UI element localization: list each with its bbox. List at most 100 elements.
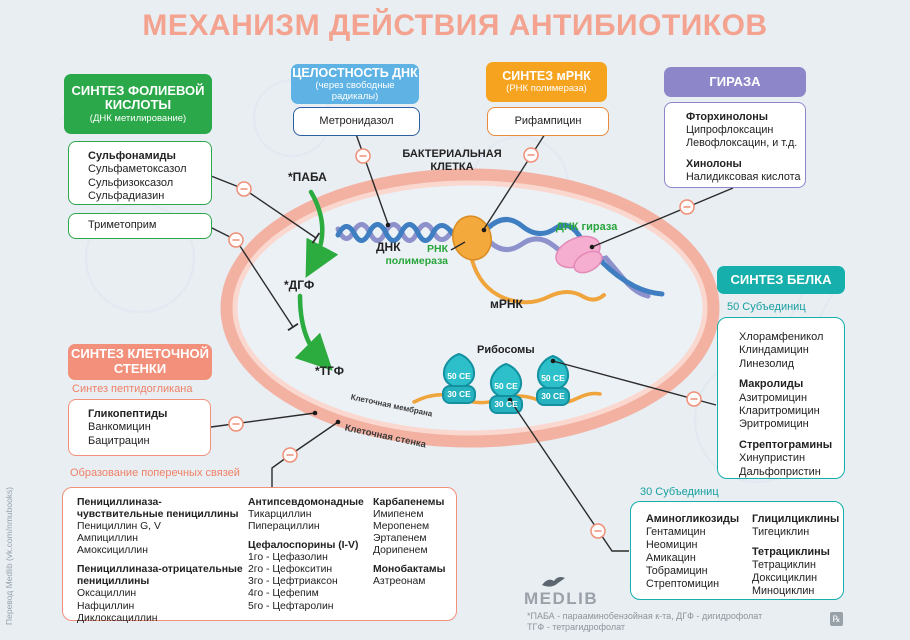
drug-item: Оксациллин <box>77 588 137 600</box>
header-protein-synthesis: СИНТЕЗ БЕЛКА <box>717 266 845 294</box>
medlib-bird-icon <box>541 575 567 594</box>
drug-item: Сульфаметоксазол <box>88 163 187 176</box>
header-subtitle: (через свободные радикалы) <box>315 80 395 102</box>
crosslink-drugs-box: Пенициллиназа-чувствительные пенициллины… <box>62 487 457 624</box>
column-right: Глицилциклины Тигециклин Тетрациклины Те… <box>752 513 840 599</box>
drug-name: Рифампицин <box>514 114 582 127</box>
paba-label: *ПАБА <box>288 170 327 184</box>
drug-item: Диклоксациллин <box>77 612 158 624</box>
dhf-label: *ДГФ <box>284 278 315 292</box>
drug-item: Азтреонам <box>373 576 426 588</box>
footnote-line-1: *ПАБА - парааминобензойная к-та, ДГФ - д… <box>527 611 763 621</box>
drug-class-title: Глицилциклины <box>752 513 840 525</box>
drug-list: Налидиксовая кислота <box>686 171 803 184</box>
header-subtitle: (ДНК метилирование) <box>89 112 187 124</box>
drug-item: Хинупристин <box>739 452 806 465</box>
drug-class-title: Стрептограмины <box>739 438 833 451</box>
drug-class-title: Хинолоны <box>686 157 742 170</box>
folate-pathway-arrows <box>294 189 339 371</box>
drug-class-title: Макролиды <box>739 378 804 391</box>
drug-list: Тигециклин <box>752 526 840 539</box>
drug-item: Кларитромицин <box>739 405 820 418</box>
rifampicin-box: Рифампицин <box>487 107 609 136</box>
drug-item: Гентамицин <box>646 525 706 538</box>
label-50-subunits: 50 Субъединиц <box>727 301 806 313</box>
drug-item: Доксициклин <box>752 571 818 584</box>
drug-class-title: Антипсевдомонадные <box>248 497 364 508</box>
trimethoprim-box: Триметоприм <box>68 213 212 239</box>
header-folic-acid-synthesis: СИНТЕЗ ФОЛИЕВОЙ КИСЛОТЫ (ДНК метилирован… <box>64 74 212 134</box>
header-title: СИНТЕЗ мРНК <box>502 69 591 84</box>
drug-item: Эртапенем <box>373 533 427 545</box>
header-dna-integrity: ЦЕЛОСТНОСТЬ ДНК (через свободные радикал… <box>291 64 419 104</box>
footnote-line-2: ТГФ - тетрагидрофолат <box>527 622 626 633</box>
medlib-logo: MEDLIB <box>524 589 599 608</box>
drug-item: Азитромицин <box>739 391 808 404</box>
header-title: СИНТЕЗ КЛЕТОЧНОЙ СТЕНКИ <box>71 346 209 376</box>
mrna-label: мРНК <box>490 297 523 311</box>
drug-item: Тикарциллин <box>248 509 312 521</box>
drug-item: Амоксициллин <box>77 545 148 557</box>
drug-item: Имипенем <box>373 509 424 521</box>
drug-class-title: Фторхинолоны <box>686 111 768 123</box>
ribosome-50-subunit-label: 50 СЕ <box>494 381 518 391</box>
drug-item: Тигециклин <box>752 525 810 538</box>
drug-class-title: Цефалоспорины (I-V) <box>248 540 359 552</box>
drug-item: Амикацин <box>646 551 696 564</box>
bacterial-cell-label: БАКТЕРИАЛЬНАЯ КЛЕТКА <box>402 148 502 174</box>
drug-item: Сульфадиазин <box>88 190 165 203</box>
drug-name: Триметоприм <box>88 219 157 232</box>
drug-name: Метронидазол <box>319 114 394 127</box>
drug-class-title: Карбапенемы <box>373 497 445 508</box>
inhibition-minus-icons <box>228 147 702 539</box>
drug-item: Пиперациллин <box>248 521 320 533</box>
ribosome-30-subunit-label: 30 СЕ <box>494 399 518 409</box>
thf-label: *ТГФ <box>315 364 345 378</box>
page-title: МЕХАНИЗМ ДЕЙСТВИЯ АНТИБИОТИКОВ <box>142 9 768 42</box>
drug-class-title: Гликопептиды <box>88 408 168 420</box>
drug-group: Пенициллиназа-отрицательные пенициллины … <box>77 564 248 624</box>
ribosomes-label: Рибосомы <box>477 344 535 356</box>
header-title: СИНТЕЗ БЕЛКА <box>730 271 832 287</box>
drug-item: Хлорамфеникол <box>739 331 824 343</box>
connector-dots <box>312 222 595 425</box>
drug-item: 2го - Цефокситин <box>248 564 333 576</box>
drug-item: Дальфопристин <box>739 465 821 478</box>
drug-item: Стрептомицин <box>646 577 720 590</box>
drug-class-title: Монобактамы <box>373 564 446 576</box>
label-peptidoglycan: Синтез пептидогликана <box>72 383 193 395</box>
drug-item: Бацитрацин <box>88 434 150 447</box>
drug-item: 3го - Цефтриаксон <box>248 576 338 588</box>
drug-item: Тетрациклин <box>752 558 816 571</box>
translation-credit: Перевод Medlib (vk.com/nmubooks) <box>4 486 14 625</box>
drug-group: Монобактамы Азтреонам <box>373 564 455 588</box>
drug-item: Дорипенем <box>373 545 428 557</box>
drug-item: Ципрофлоксацин <box>686 124 774 137</box>
drug-item: 1го - Цефазолин <box>248 552 328 564</box>
label-crosslink: Образование поперечных связей <box>70 467 240 479</box>
header-mrna-synthesis: СИНТЕЗ мРНК (РНК полимераза) <box>486 62 607 102</box>
drug-item: Меропенем <box>373 521 430 533</box>
rx-badge-icon: ℞ <box>830 612 843 626</box>
header-cell-wall-synthesis: СИНТЕЗ КЛЕТОЧНОЙ СТЕНКИ <box>68 344 212 380</box>
drug-item: Эритромицин <box>739 418 809 431</box>
